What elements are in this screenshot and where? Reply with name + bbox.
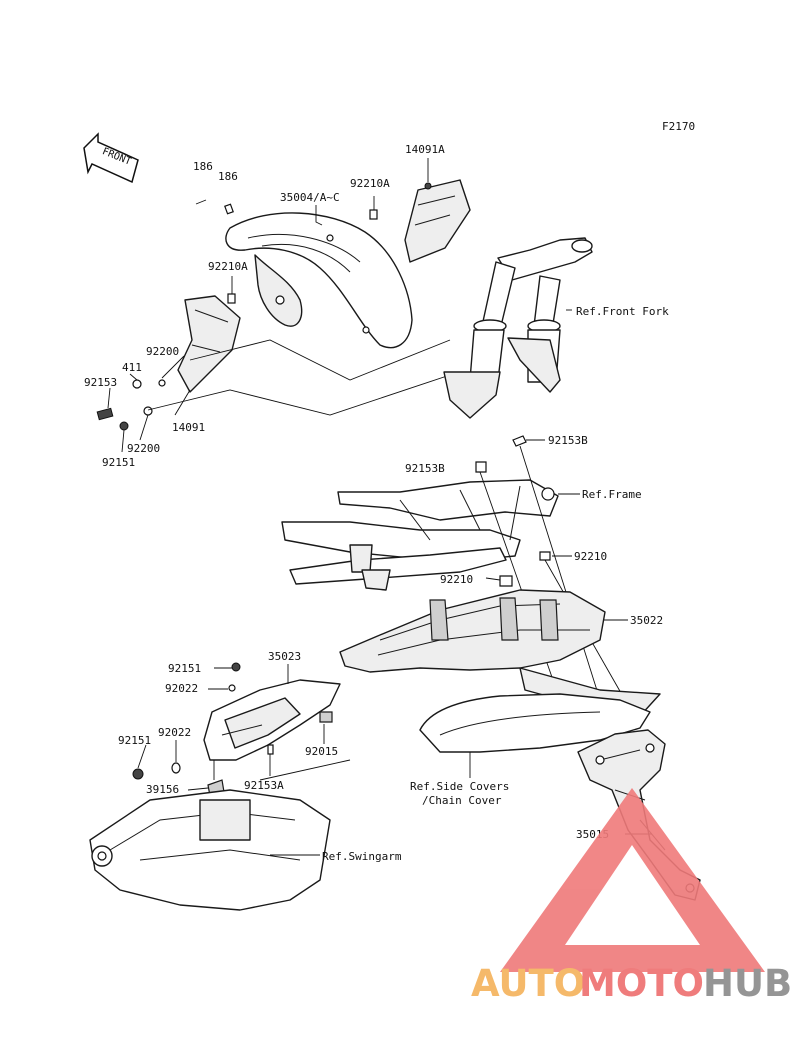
ref-front-fork: Ref.Front Fork [576, 305, 669, 318]
label-92200a: 92200 [146, 345, 179, 358]
fender-cover-14091a [404, 179, 471, 263]
watermark-word-auto: AUTO [471, 962, 585, 1005]
label-92151a: 92151 [102, 456, 135, 469]
label-92022b: 92022 [158, 726, 191, 739]
label-186b: 186 [218, 170, 238, 183]
ref-side-covers-line1: Ref.Side Covers [410, 780, 509, 793]
front-fender-group [96, 158, 471, 453]
front-arrow-icon: FRONT [83, 132, 139, 184]
front-fender [225, 212, 413, 349]
label-186a: 186 [193, 160, 213, 173]
label-411: 411 [122, 361, 142, 374]
ref-swingarm: Ref.Swingarm [322, 850, 402, 863]
label-92151b: 92151 [168, 662, 201, 675]
label-92153b-left: 92153B [405, 462, 445, 475]
label-92200b: 92200 [127, 442, 160, 455]
watermark-word-moto: MOTO [579, 962, 704, 1005]
label-92210a-top: 92210A [350, 177, 390, 190]
frame-ref [281, 479, 580, 591]
watermark-word-hub: HUB [703, 962, 792, 1005]
label-92210a-left: 92210A [208, 260, 248, 273]
label-14091a: 14091A [405, 143, 445, 156]
side-covers-ref [419, 693, 651, 778]
label-92153b-top: 92153B [548, 434, 588, 447]
ref-side-covers-line2: /Chain Cover [422, 794, 502, 807]
label-92210-right: 92210 [574, 550, 607, 563]
fender-cover-14091 [177, 295, 241, 393]
fender-bracket [254, 254, 303, 327]
ref-frame: Ref.Frame [582, 488, 642, 501]
watermark-triangle-icon [500, 788, 765, 972]
chain-guard-35023 [132, 662, 341, 797]
label-35023: 35023 [268, 650, 301, 663]
swingarm-ref [89, 759, 351, 911]
label-92022a: 92022 [165, 682, 198, 695]
label-92153a: 92153A [244, 779, 284, 792]
front-fork-ref [443, 237, 593, 419]
label-92151c: 92151 [118, 734, 151, 747]
automotohub-watermark: AUTO MOTO HUB [471, 788, 792, 1005]
label-92015: 92015 [305, 745, 338, 758]
label-92210-mid: 92210 [440, 573, 473, 586]
label-92153: 92153 [84, 376, 117, 389]
label-35004: 35004/A~C [280, 191, 340, 204]
diagram-code: F2170 [662, 120, 695, 133]
label-35022: 35022 [630, 614, 663, 627]
label-39156: 39156 [146, 783, 179, 796]
label-14091: 14091 [172, 421, 205, 434]
